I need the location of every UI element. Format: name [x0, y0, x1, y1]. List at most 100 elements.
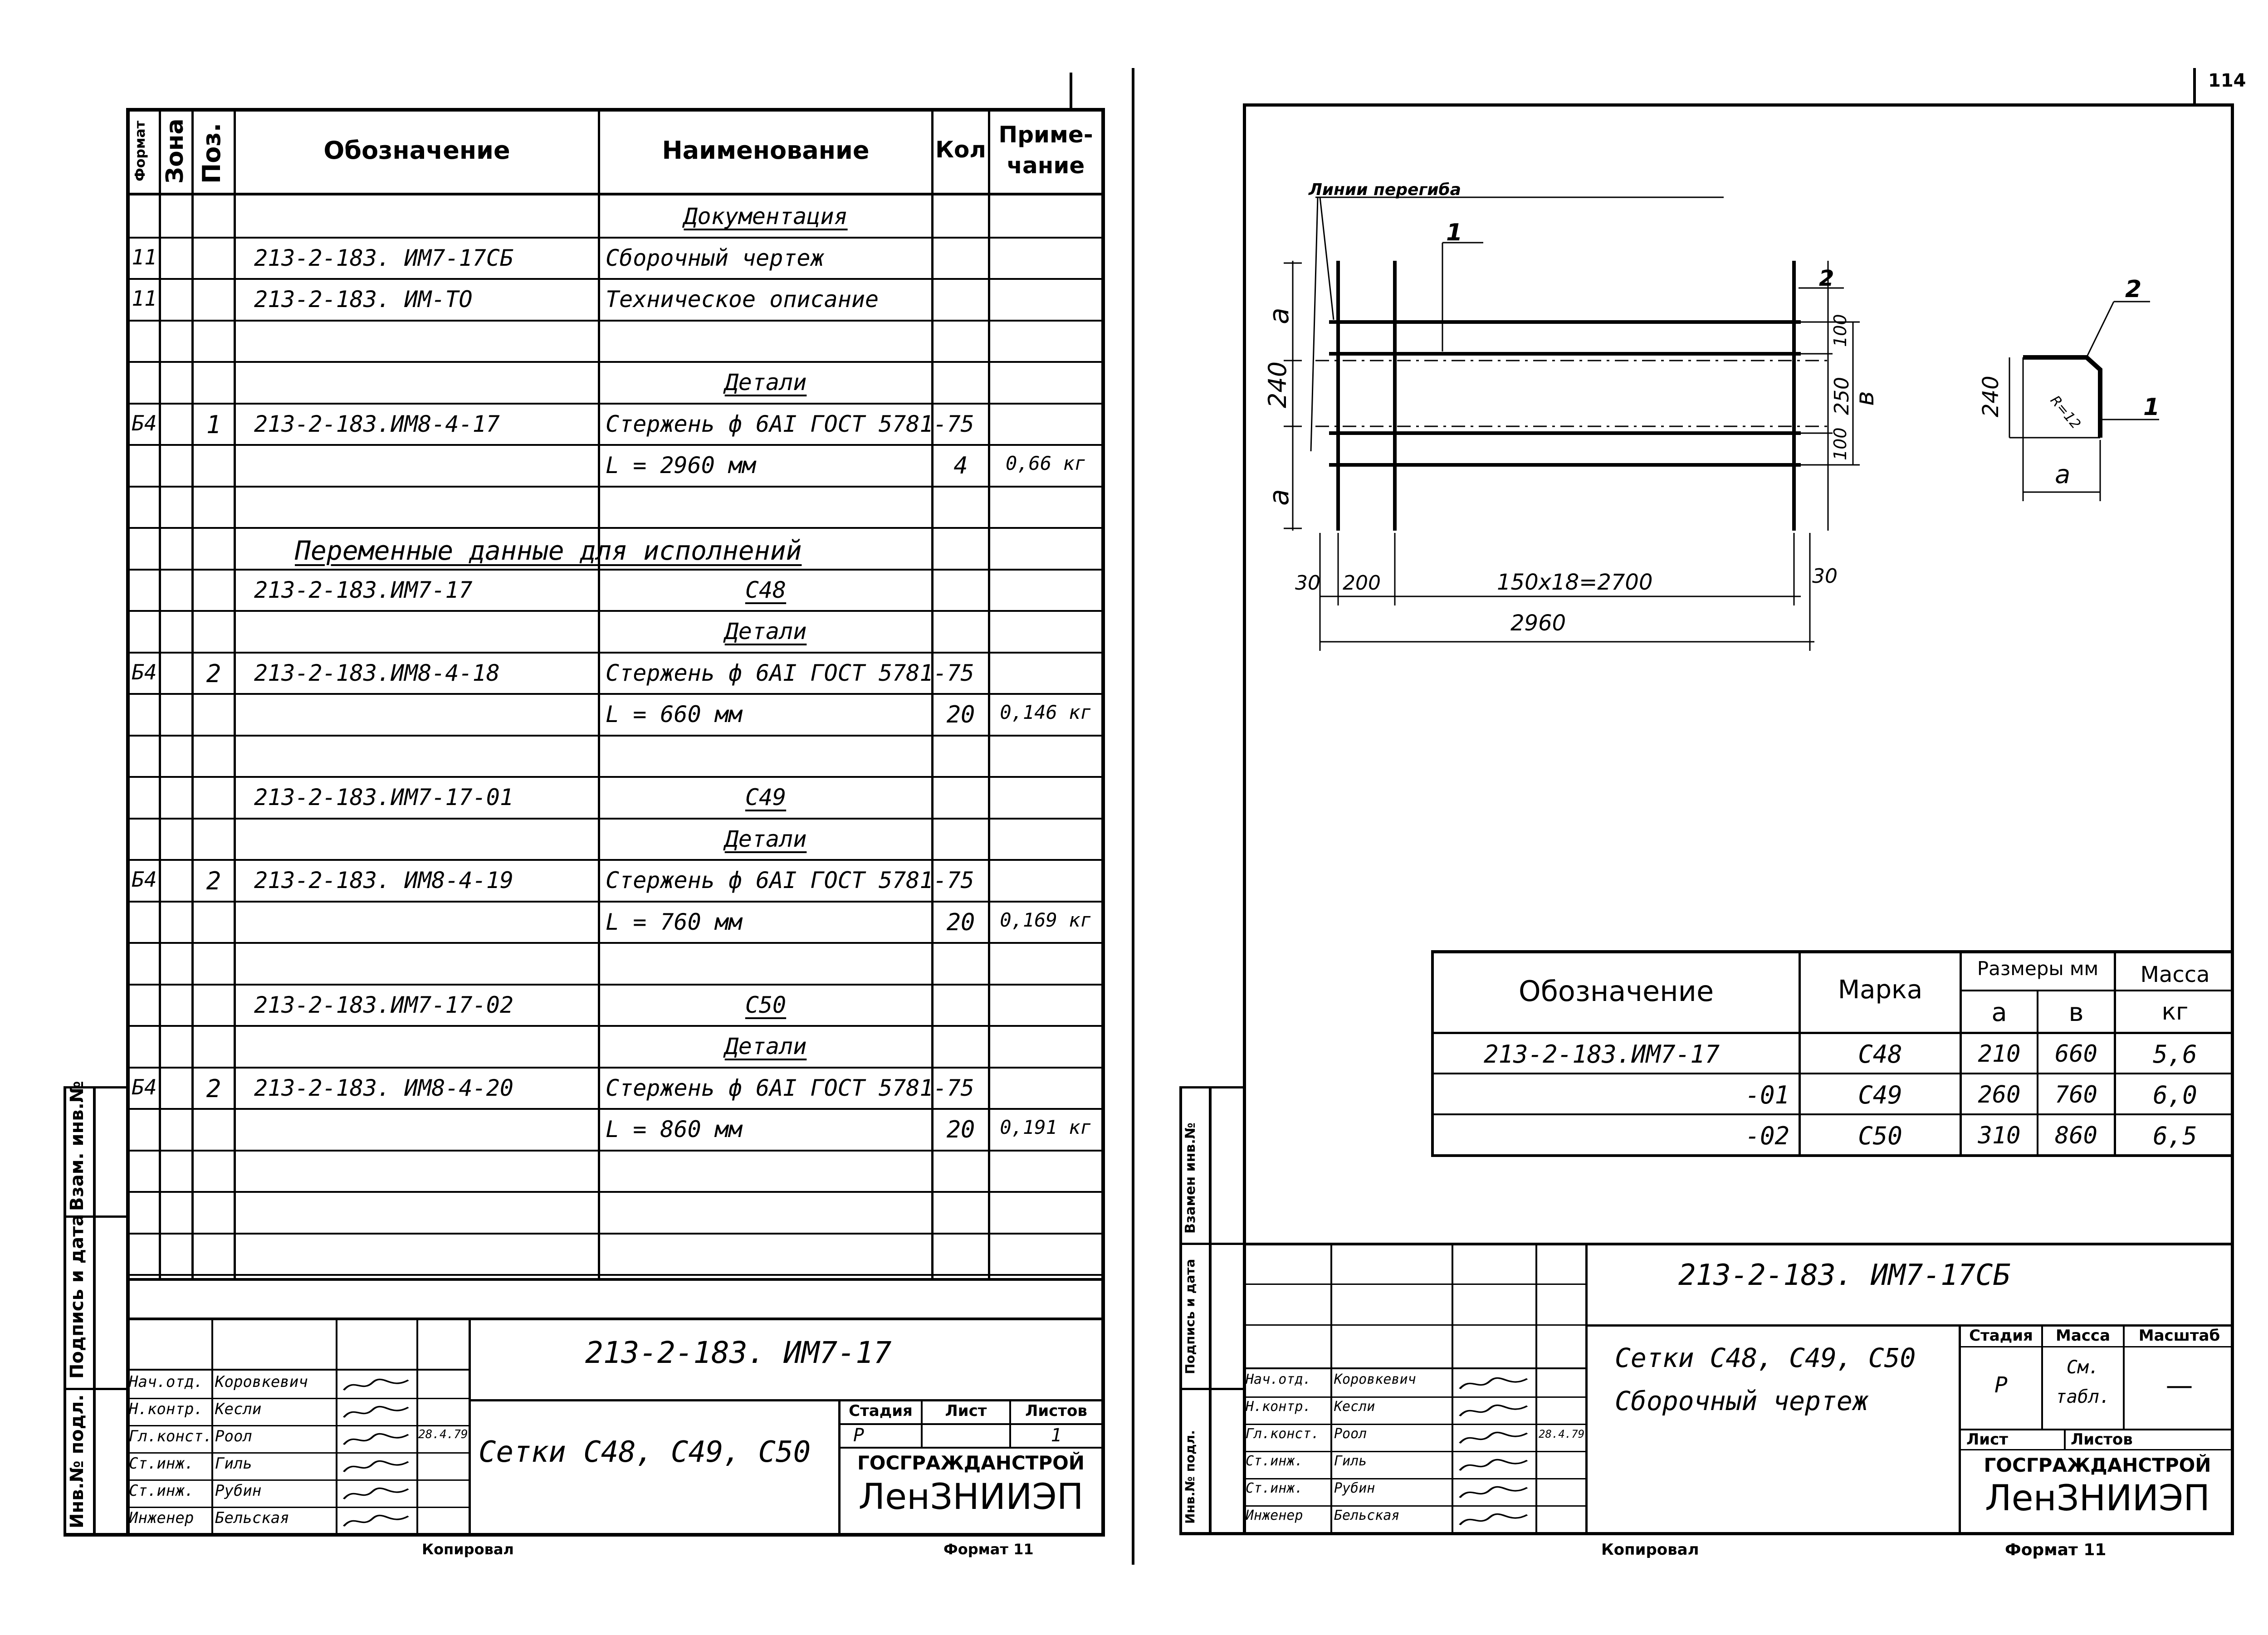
approval-role: Нач.отд. [1246, 1371, 1311, 1387]
sizes-header-mass: Масса [2140, 962, 2210, 987]
row-divider [126, 818, 1101, 820]
detail-dim-a: а [2055, 460, 2070, 489]
org-name-1: ГОСГРАЖДАНСТРОЙ [857, 1452, 1085, 1474]
approval-role: Нач.отд. [129, 1373, 203, 1391]
row-divider [126, 942, 1101, 944]
approval-row-divider [126, 1398, 469, 1399]
row-divider [126, 237, 1101, 239]
cell-format: Б4 [132, 411, 157, 435]
row-divider [126, 1025, 1101, 1027]
approval-name: Рубин [215, 1482, 262, 1500]
approval-role: Ст.инж. [129, 1454, 194, 1473]
row-divider [126, 1191, 1101, 1193]
pos-2-label: 2 [1819, 266, 1834, 291]
dim-250: 250 [1830, 377, 1853, 415]
sizes-header-designation: Обозначение [1518, 975, 1714, 1008]
row-divider [126, 984, 1101, 986]
org-name-2: ЛенЗНИИЭП [858, 1477, 1084, 1518]
dim-100-bottom: 100 [1830, 427, 1850, 460]
footer-copied: Копировал [422, 1541, 514, 1558]
stamp-inv-replace: Взам. инв.№ [67, 1081, 88, 1211]
variable-data-heading: Переменные данные для исполнений [295, 535, 802, 566]
row-divider [126, 1067, 1101, 1069]
frame-left [126, 108, 130, 1534]
row-divider [126, 403, 1101, 405]
sizes-cell-b: 860 [2055, 1122, 2097, 1149]
value-stage: Р [853, 1425, 865, 1446]
approval-row-divider [126, 1534, 469, 1535]
value-mass-right-1: См. [2066, 1357, 2100, 1378]
header-designation: Обозначение [323, 136, 510, 165]
approval-row-divider [1243, 1396, 1588, 1398]
cell-name: Детали [724, 369, 807, 395]
cell-format: 11 [132, 245, 157, 269]
header-format: Формат [132, 121, 148, 181]
row-divider [126, 693, 1101, 695]
cell-note: 0,66 кг [1005, 452, 1086, 474]
sizes-header-a: а [1991, 998, 2007, 1027]
approval-name: Гиль [215, 1454, 252, 1473]
approval-date: 28.4.79 [418, 1428, 468, 1441]
approval-name: Бельская [215, 1509, 289, 1527]
sizes-header-b: в [2068, 998, 2084, 1027]
cell-position: 2 [206, 659, 221, 688]
frame-top [126, 108, 1101, 112]
cell-name: Сборочный чертеж [606, 245, 824, 271]
label-sheets-right: Листов [2071, 1430, 2133, 1449]
footer-copied-right: Копировал [1601, 1541, 1699, 1559]
approval-row-divider [1243, 1478, 1588, 1479]
title-code-right: 213-2-183. ИМ7-17СБ [1678, 1259, 2011, 1292]
stamp-inv-orig: Инв.№ подл. [67, 1394, 88, 1528]
cell-name: Техническое описание [606, 286, 879, 312]
frame-top-right [1243, 103, 2234, 107]
approval-name: Рубин [1334, 1480, 1375, 1496]
label-stage-right: Стадия [1969, 1327, 2033, 1345]
header-qty: Кол [935, 137, 986, 163]
cell-name: Стержень ф 6АI ГОСТ 5781-75 [606, 1075, 974, 1101]
approval-row-divider [126, 1452, 469, 1454]
dim-a-bottom: а [1263, 489, 1295, 506]
approval-row-divider [126, 1507, 469, 1508]
footer-format: Формат 11 [943, 1541, 1034, 1558]
detail-dim-240: 240 [1978, 376, 2004, 417]
sizes-cell-a: 310 [1978, 1122, 2021, 1149]
row-divider [126, 320, 1101, 322]
signature [340, 1511, 412, 1531]
label-sheet: Лист [945, 1402, 987, 1420]
cell-name: L = 860 мм [606, 1116, 743, 1142]
cell-quantity: 20 [946, 701, 975, 728]
row-divider [126, 652, 1101, 654]
cell-name: L = 660 мм [606, 701, 743, 727]
sizes-cell-mark: С49 [1858, 1081, 1902, 1109]
dim-total: 2960 [1510, 610, 1566, 636]
sizes-cell-mark: С48 [1858, 1040, 1902, 1069]
cell-designation: 213-2-183.ИМ7-17 [254, 577, 473, 603]
dim-240: 240 [1263, 361, 1292, 408]
label-sheets: Листов [1025, 1402, 1087, 1420]
value-sheets: 1 [1051, 1425, 1062, 1446]
row-divider [126, 444, 1101, 446]
cell-name: L = 760 мм [606, 909, 743, 935]
row-divider [126, 486, 1101, 488]
approval-row-divider [126, 1425, 469, 1426]
sizes-header-sizes: Размеры мм [1977, 957, 2099, 980]
cell-name: С50 [745, 992, 787, 1018]
row-divider [126, 361, 1101, 363]
title-name: Сетки С48, С49, С50 [479, 1435, 811, 1469]
cell-designation: 213-2-183. ИМ-ТО [254, 286, 473, 312]
approval-role: Н.контр. [1246, 1399, 1311, 1415]
header-pos: Поз. [197, 122, 226, 184]
sheet-number: 114 [2208, 70, 2246, 91]
detail-pos-2: 2 [2125, 276, 2141, 303]
cell-position: 1 [206, 410, 221, 439]
cell-designation: 213-2-183. ИМ8-4-19 [254, 867, 513, 893]
title-name-right-1: Сетки С48, С49, С50 [1615, 1342, 1916, 1373]
dim-30-right: 30 [1812, 565, 1838, 588]
cell-name: С48 [745, 577, 787, 603]
sizes-cell-a: 260 [1978, 1081, 2021, 1108]
approval-role: Инженер [129, 1509, 194, 1527]
row-divider [126, 278, 1101, 280]
assembly-drawing: Линии перегиба 1 2 2 1 а 240 а 100 250 1… [1263, 181, 2160, 651]
approval-role: Н.контр. [129, 1400, 203, 1418]
frame-bottom-right [1179, 1532, 2234, 1535]
